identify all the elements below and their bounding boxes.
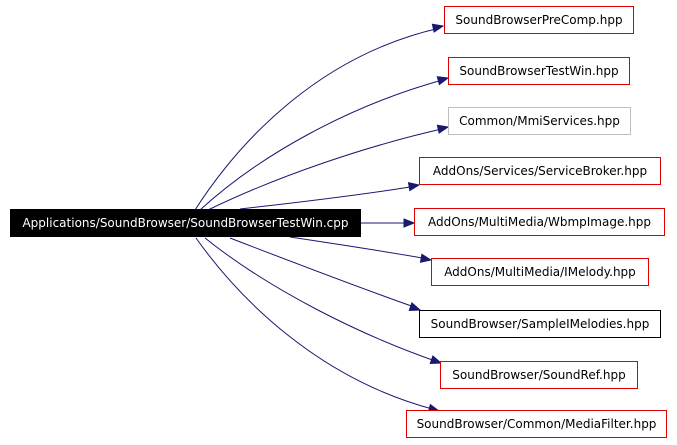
- arrowhead-icon: [436, 76, 450, 86]
- arrowhead-icon: [431, 23, 445, 33]
- include-node-soundbrowserprecomp[interactable]: SoundBrowserPreComp.hpp: [444, 6, 634, 34]
- include-node-label: SoundBrowserTestWin.hpp: [459, 64, 619, 78]
- dependency-edge: [289, 236, 429, 260]
- include-node-label: SoundBrowser/Common/MediaFilter.hpp: [416, 417, 657, 431]
- source-file-label: Applications/SoundBrowser/SoundBrowserTe…: [22, 216, 349, 230]
- include-node-label: SoundBrowser/SampleIMelodies.hpp: [430, 317, 650, 331]
- arrowhead-icon: [407, 182, 421, 192]
- include-node-label: SoundBrowser/SoundRef.hpp: [452, 368, 626, 382]
- dependency-edge: [229, 237, 418, 309]
- arrowhead-icon: [429, 355, 443, 365]
- arrowhead-icon: [408, 302, 422, 311]
- include-node-mediafilter[interactable]: SoundBrowser/Common/MediaFilter.hpp: [406, 410, 667, 438]
- include-node-wbmpimage[interactable]: AddOns/MultiMedia/WbmpImage.hpp: [414, 208, 665, 236]
- dependency-edge: [204, 237, 439, 363]
- arrowhead-icon: [419, 253, 433, 263]
- include-node-soundref[interactable]: SoundBrowser/SoundRef.hpp: [440, 361, 638, 389]
- arrowhead-icon: [436, 124, 450, 134]
- dependency-edge: [194, 27, 441, 211]
- include-node-label: Common/MmiServices.hpp: [459, 114, 620, 128]
- include-node-servicebroker[interactable]: AddOns/Services/ServiceBroker.hpp: [419, 157, 661, 185]
- dependency-edge: [199, 78, 447, 211]
- include-node-label: AddOns/Services/ServiceBroker.hpp: [432, 164, 648, 178]
- dependency-edge: [195, 237, 437, 411]
- arrowhead-icon: [403, 218, 416, 228]
- dependency-edge: [239, 185, 417, 210]
- include-node-mmiservices[interactable]: Common/MmiServices.hpp: [448, 107, 631, 135]
- include-node-label: AddOns/MultiMedia/WbmpImage.hpp: [427, 215, 652, 229]
- include-node-sampleimelodies[interactable]: SoundBrowser/SampleIMelodies.hpp: [419, 310, 661, 338]
- include-node-soundbrowsertestwin[interactable]: SoundBrowserTestWin.hpp: [448, 57, 630, 85]
- source-file-node[interactable]: Applications/SoundBrowser/SoundBrowserTe…: [10, 209, 361, 237]
- include-node-label: AddOns/MultiMedia/IMelody.hpp: [444, 265, 636, 279]
- include-node-label: SoundBrowserPreComp.hpp: [455, 13, 623, 27]
- dependency-edge: [207, 127, 447, 211]
- include-node-imelody[interactable]: AddOns/MultiMedia/IMelody.hpp: [431, 258, 649, 286]
